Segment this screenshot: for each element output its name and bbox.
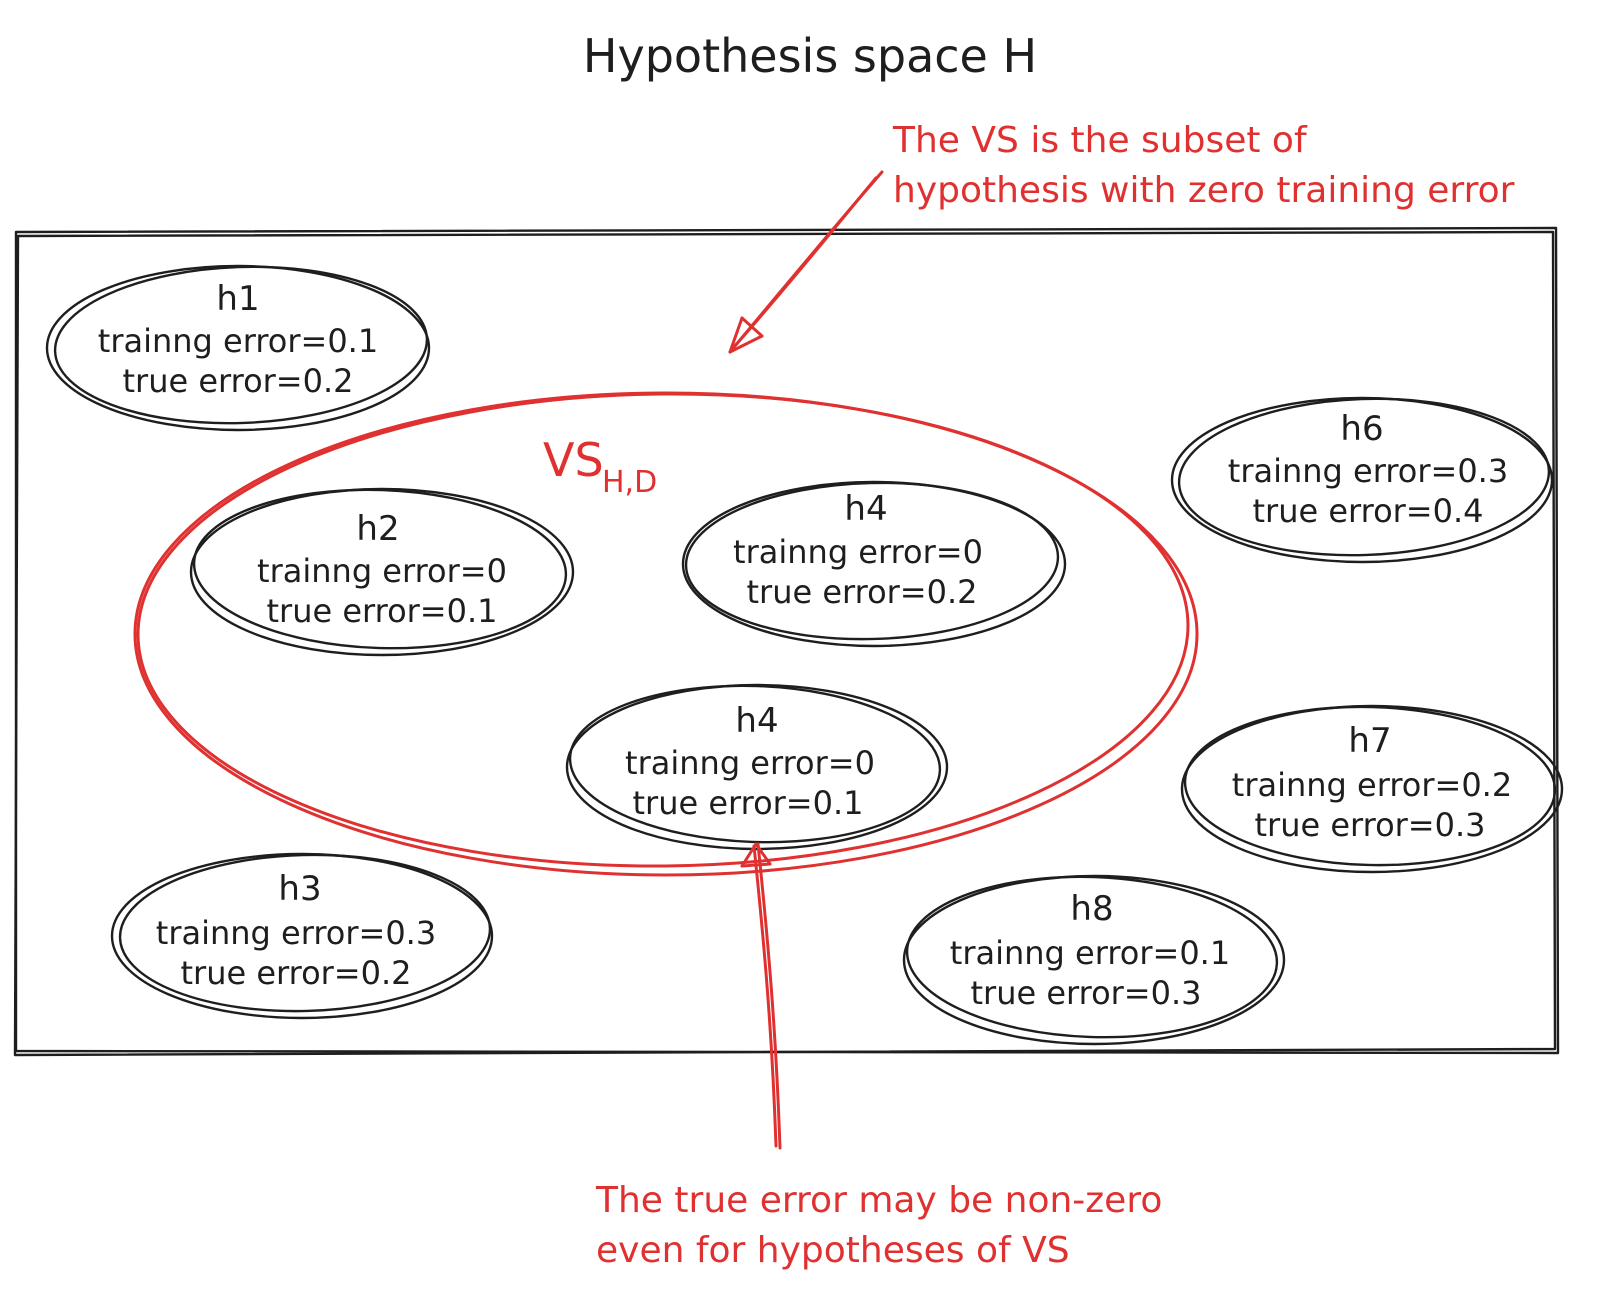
hypothesis-h2: h2 trainng error=0 true error=0.1 bbox=[189, 487, 575, 657]
true-error-label: true error=0.3 bbox=[1254, 806, 1485, 844]
hypothesis-h6: h6 trainng error=0.3 true error=0.4 bbox=[1170, 396, 1554, 564]
hypothesis-space-box bbox=[13, 226, 1560, 1057]
true-error-label: true error=0.3 bbox=[970, 974, 1201, 1012]
true-error-label: true error=0.2 bbox=[746, 573, 977, 611]
training-error-label: trainng error=0 bbox=[733, 533, 983, 571]
hypothesis-h1: h1 trainng error=0.1 true error=0.2 bbox=[45, 264, 431, 432]
top-arrow bbox=[728, 170, 884, 354]
true-error-label: true error=0.1 bbox=[632, 784, 863, 822]
training-error-label: trainng error=0.3 bbox=[1228, 452, 1508, 490]
hypothesis-name: h6 bbox=[1340, 409, 1383, 449]
bottom-annotation: The true error may be non-zero even for … bbox=[595, 1180, 1162, 1271]
training-error-label: trainng error=0 bbox=[625, 744, 875, 782]
hypothesis-h4-bottom: h4 trainng error=0 true error=0.1 bbox=[565, 683, 949, 851]
true-error-label: true error=0.1 bbox=[266, 592, 497, 630]
true-error-label: true error=0.2 bbox=[122, 362, 353, 400]
hypothesis-name: h4 bbox=[844, 489, 887, 529]
hypothesis-name: h1 bbox=[216, 279, 259, 319]
top-annotation: The VS is the subset of hypothesis with … bbox=[892, 120, 1515, 211]
bottom-annotation-line1: The true error may be non-zero bbox=[595, 1180, 1162, 1221]
hypothesis-h7: h7 trainng error=0.2 true error=0.3 bbox=[1180, 704, 1564, 874]
hypothesis-h8: h8 trainng error=0.1 true error=0.3 bbox=[902, 874, 1286, 1046]
hypothesis-name: h3 bbox=[278, 869, 321, 909]
bottom-annotation-line2: even for hypotheses of VS bbox=[596, 1230, 1070, 1271]
hypothesis-name: h2 bbox=[356, 509, 399, 549]
training-error-label: trainng error=0.1 bbox=[950, 934, 1230, 972]
top-annotation-line2: hypothesis with zero training error bbox=[893, 170, 1515, 211]
hypothesis-name: h8 bbox=[1070, 889, 1113, 929]
true-error-label: true error=0.2 bbox=[180, 954, 411, 992]
training-error-label: trainng error=0.1 bbox=[98, 322, 378, 360]
hypothesis-name: h4 bbox=[735, 701, 778, 741]
training-error-label: trainng error=0 bbox=[257, 552, 507, 590]
version-space-label: VS H,D bbox=[543, 433, 657, 500]
bottom-arrow bbox=[740, 842, 782, 1150]
vs-label-main: VS bbox=[543, 433, 604, 487]
hypothesis-h4-top: h4 trainng error=0 true error=0.2 bbox=[681, 480, 1067, 648]
training-error-label: trainng error=0.2 bbox=[1232, 766, 1512, 804]
hypothesis-name: h7 bbox=[1348, 721, 1391, 761]
version-space-ellipse bbox=[133, 391, 1199, 877]
top-annotation-line1: The VS is the subset of bbox=[892, 120, 1308, 161]
training-error-label: trainng error=0.3 bbox=[156, 914, 436, 952]
diagram-title: Hypothesis space H bbox=[583, 29, 1037, 83]
true-error-label: true error=0.4 bbox=[1252, 492, 1483, 530]
hypothesis-h3: h3 trainng error=0.3 true error=0.2 bbox=[110, 852, 494, 1020]
vs-label-subscript: H,D bbox=[602, 465, 657, 500]
